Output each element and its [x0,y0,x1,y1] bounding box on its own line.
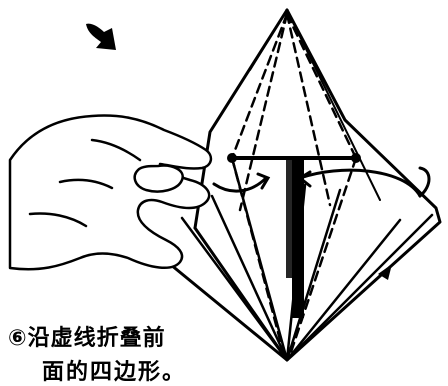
hand-illustration [10,116,211,270]
direction-arrow-icon [86,24,116,50]
instruction-line-1: ⑥沿虚线折叠前 [8,320,166,352]
instruction-text-2: 面的四边形。 [42,360,186,385]
instruction-line-2: 面的四边形。 [42,354,186,386]
instruction-text-1: 沿虚线折叠前 [28,326,166,351]
step-marker: ⑥ [8,326,28,351]
